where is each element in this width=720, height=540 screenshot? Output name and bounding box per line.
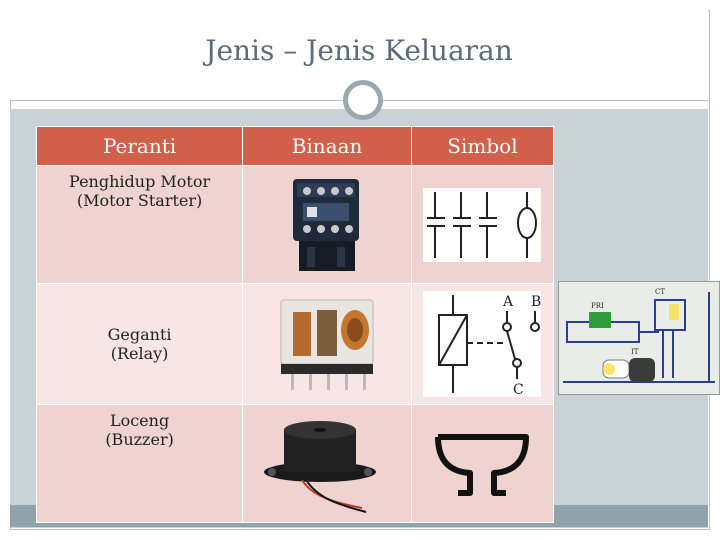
relay-symbol-label-b: B — [531, 294, 541, 310]
circuit-label-pri: PRI — [591, 302, 604, 310]
circuit-label-it: IT — [631, 348, 639, 356]
peranti-label-line2: (Relay) — [110, 344, 169, 363]
motor-starter-photo — [293, 178, 360, 271]
peranti-label-line2: (Motor Starter) — [76, 191, 203, 210]
relay-symbol-label-a: A — [502, 294, 514, 310]
relay-symbol: A B C — [423, 291, 542, 397]
relay-symbol-label-c: C — [513, 382, 524, 397]
peranti-label-line1: Geganti — [107, 325, 172, 344]
header-peranti: Peranti — [35, 126, 244, 166]
peranti-label-line1: Loceng — [109, 411, 170, 430]
peranti-cell: Penghidup Motor (Motor Starter) — [35, 165, 244, 284]
peranti-label-line1: Penghidup Motor — [69, 172, 211, 191]
buzzer-symbol — [435, 433, 530, 496]
buzzer-photo — [264, 420, 377, 513]
output-types-table: Peranti Binaan Simbol Penghidup Motor (M… — [35, 126, 555, 523]
peranti-cell: Geganti (Relay) — [35, 283, 244, 405]
motor-starter-symbol — [423, 187, 542, 262]
relay-circuit-diagram: PRI CT IT — [558, 281, 720, 395]
table-row: Penghidup Motor (Motor Starter) — [35, 165, 555, 284]
simbol-cell — [410, 165, 555, 284]
relay-photo — [280, 299, 374, 390]
circuit-drawing: PRI CT IT — [563, 288, 715, 383]
table-row: Loceng (Buzzer) — [35, 404, 555, 523]
table-row: Geganti (Relay) — [35, 283, 555, 405]
peranti-label-line2: (Buzzer) — [105, 430, 174, 449]
binaan-cell — [242, 165, 412, 284]
binaan-cell — [242, 404, 412, 523]
binaan-cell — [242, 283, 412, 405]
title-divider-circle — [343, 80, 383, 120]
table-header-row: Peranti Binaan Simbol — [35, 126, 555, 166]
header-simbol: Simbol — [410, 126, 555, 166]
circuit-label-ct: CT — [655, 288, 665, 296]
simbol-cell — [410, 404, 555, 523]
simbol-cell: A B C — [410, 283, 555, 405]
slide-title: Jenis – Jenis Keluaran — [205, 34, 513, 67]
peranti-cell: Loceng (Buzzer) — [35, 404, 244, 523]
header-binaan: Binaan — [242, 126, 412, 166]
